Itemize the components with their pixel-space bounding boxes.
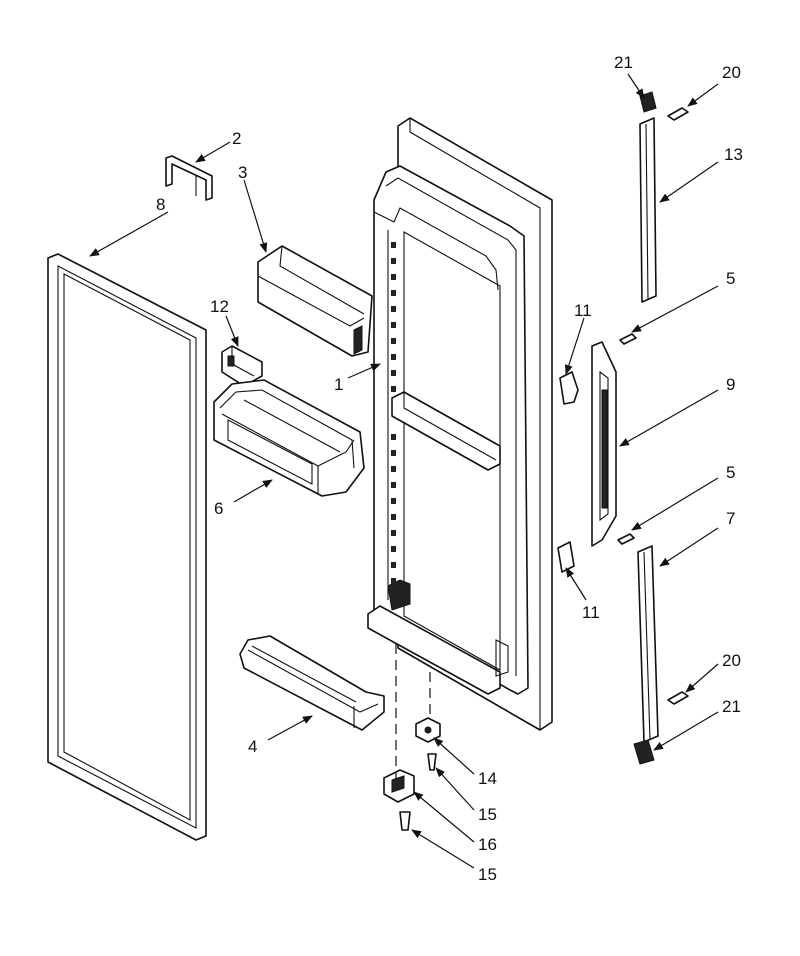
liner-slot <box>391 450 396 456</box>
part-13-top-trim <box>639 117 657 303</box>
part-3-dairy-door <box>257 245 373 357</box>
part-4-bottom-bin <box>239 635 385 731</box>
liner-slot <box>391 546 396 552</box>
callout-15-lower: 15 <box>478 865 497 884</box>
part-7-bottom-trim <box>637 545 659 743</box>
part-1-door-liner <box>367 117 553 731</box>
part-11-clip-lower <box>557 541 575 573</box>
callout-9: 9 <box>726 375 735 394</box>
liner-slot <box>391 290 396 296</box>
callout-1: 1 <box>334 375 343 394</box>
liner-slot <box>391 242 396 248</box>
callout-labels: 1 2 3 4 5 5 6 7 8 9 11 11 12 13 14 15 15… <box>156 53 743 884</box>
liner-slot <box>391 274 396 280</box>
callout-5-lower: 5 <box>726 463 735 482</box>
liner-slot <box>391 354 396 360</box>
liner-slot <box>391 578 396 584</box>
leader-lines <box>89 73 719 869</box>
callout-20-upper: 20 <box>722 63 741 82</box>
callout-13: 13 <box>724 145 743 164</box>
part-5-screw-upper <box>619 333 637 345</box>
callout-6: 6 <box>214 499 223 518</box>
part-11-clip-upper <box>559 371 579 405</box>
callout-14: 14 <box>478 769 497 788</box>
part-20-screw-lower <box>667 691 689 705</box>
liner-slot <box>391 386 396 392</box>
liner-slot <box>391 482 396 488</box>
callout-7: 7 <box>726 509 735 528</box>
part-9-door-handle <box>591 341 617 547</box>
callout-8: 8 <box>156 195 165 214</box>
part-12-bracket <box>221 345 263 387</box>
callout-21-upper: 21 <box>614 53 633 72</box>
callout-5-upper: 5 <box>726 269 735 288</box>
liner-slot <box>391 514 396 520</box>
callout-15-upper: 15 <box>478 805 497 824</box>
part-14-hinge-bushing <box>415 717 441 743</box>
part-15-screw-lower <box>399 811 411 831</box>
liner-slot <box>391 306 396 312</box>
callout-2: 2 <box>232 129 241 148</box>
part-15-screw-upper <box>427 753 437 771</box>
callout-3: 3 <box>238 163 247 182</box>
liner-slot <box>391 466 396 472</box>
callout-21-lower: 21 <box>722 697 741 716</box>
liner-slot <box>391 338 396 344</box>
liner-slot <box>391 562 396 568</box>
callout-4: 4 <box>248 737 257 756</box>
part-16-hinge-bracket <box>383 769 415 803</box>
liner-slots <box>391 242 396 584</box>
callout-20-lower: 20 <box>722 651 741 670</box>
part-20-screw-upper <box>667 107 689 121</box>
liner-slot <box>391 434 396 440</box>
part-8-door-gasket <box>47 253 207 841</box>
callout-16: 16 <box>478 835 497 854</box>
callout-11-lower: 11 <box>582 603 600 622</box>
liner-slot <box>391 530 396 536</box>
liner-slot <box>391 370 396 376</box>
liner-slot <box>391 498 396 504</box>
callout-11-upper: 11 <box>574 301 592 320</box>
liner-slot <box>391 322 396 328</box>
callout-12: 12 <box>210 297 229 316</box>
part-6-door-bin <box>213 379 365 497</box>
part-2-clip <box>165 155 213 201</box>
part-21-cap-lower <box>633 739 655 765</box>
liner-slot <box>391 258 396 264</box>
part-5-screw-lower <box>617 533 635 545</box>
